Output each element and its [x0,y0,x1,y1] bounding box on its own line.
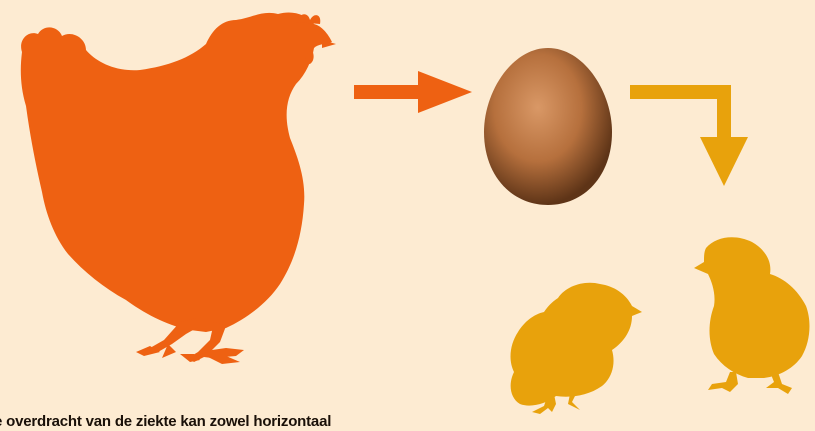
right-arrow-icon [354,71,472,113]
caption-text: e overdracht van de ziekte kan zowel hor… [0,413,494,431]
egg-icon [484,48,612,205]
chick-silhouette-icon [511,283,642,414]
hen-silhouette-icon [21,12,336,364]
right-then-down-arrow-icon [630,85,748,186]
chick-silhouette-icon [694,237,809,394]
